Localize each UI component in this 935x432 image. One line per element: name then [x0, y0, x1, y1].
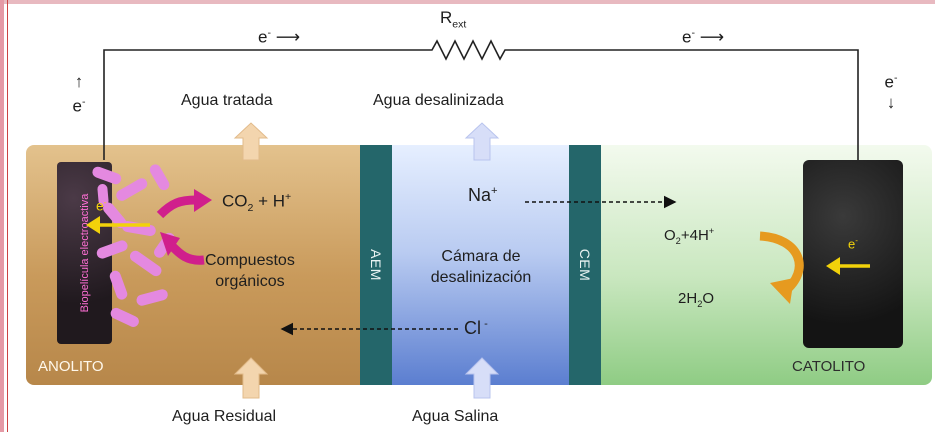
electron-charge: -	[81, 96, 86, 108]
organics-input-arrow-icon	[166, 240, 205, 265]
external-circuit-wire	[103, 49, 859, 160]
desalination-line1: Cámara de	[441, 248, 521, 265]
electron-symbol: e	[848, 236, 856, 252]
anolyte-label: ANOLITO	[38, 358, 104, 375]
electron-symbol: e	[884, 72, 894, 92]
co2-product-label: CO2 + H+	[222, 191, 291, 214]
sodium-ion-label: Na+	[468, 185, 498, 206]
oxygen-reactant-label: O2+4H+	[664, 226, 714, 246]
water-subscript: 2	[697, 299, 703, 309]
electron-charge: -	[691, 27, 695, 39]
organic-compounds-line1: Compuestos	[205, 252, 295, 269]
top-border	[0, 0, 935, 4]
left-border	[0, 0, 4, 432]
proton-charge: +	[285, 191, 292, 203]
electron-up-label: ↑ e-	[70, 72, 88, 117]
proton-symbol: +4H	[680, 227, 709, 244]
oxygen-subscript: 2	[675, 236, 681, 246]
saline-water-arrow-icon	[464, 357, 500, 399]
electron-charge: -	[855, 236, 858, 245]
cem-membrane: CEM	[569, 145, 601, 385]
down-arrow-icon: ↓	[886, 92, 896, 112]
water-symbol-b: O	[702, 290, 715, 307]
sodium-symbol: Na	[468, 185, 492, 205]
electron-symbol: e	[258, 27, 268, 47]
treated-water-label: Agua tratada	[181, 92, 273, 109]
electron-symbol: e	[682, 27, 692, 47]
electron-flow-label-right: e- ⟶	[682, 27, 724, 48]
bacteria-cluster	[92, 164, 175, 327]
aem-membrane: AEM	[360, 145, 392, 385]
desalination-chamber	[391, 145, 569, 385]
right-arrow-icon: ⟶	[275, 27, 301, 47]
co2-output-arrow-icon	[156, 195, 197, 219]
electron-down-label: e- ↓	[882, 68, 900, 113]
proton-symbol: + H	[253, 191, 286, 211]
resistor-subscript: ext	[452, 18, 467, 31]
catholyte-label: CATOLITO	[792, 358, 866, 375]
cathode-electron-arrow-icon	[826, 257, 870, 275]
co2-symbol: CO	[222, 191, 248, 211]
resistor-icon	[425, 39, 513, 61]
co2-subscript: 2	[247, 202, 254, 215]
proton-charge: +	[708, 226, 715, 236]
oxygen-symbol: O	[664, 227, 676, 244]
chloride-symbol: Cl	[464, 318, 481, 338]
desalinated-water-label: Agua desalinizada	[373, 92, 504, 109]
water-product-label: 2H2O	[678, 290, 714, 309]
anode-electron-arrow-icon	[86, 216, 150, 234]
electron-symbol: e	[72, 96, 82, 116]
right-arrow-icon: ⟶	[699, 27, 725, 47]
desalinated-water-arrow-icon	[464, 122, 500, 161]
desalination-line2: desalinización	[430, 269, 532, 286]
resistor-label: Rext	[440, 8, 466, 30]
chloride-charge: -	[481, 318, 488, 330]
electron-symbol: e	[96, 197, 104, 214]
electron-flow-label-left: e- ⟶	[258, 27, 300, 48]
organic-compounds-label: Compuestos orgánicos	[205, 250, 295, 292]
left-border-line	[7, 0, 8, 432]
anode-electron-label: e-	[96, 197, 107, 214]
sodium-charge: +	[491, 185, 498, 197]
electron-charge: -	[103, 197, 107, 207]
cathode-electron-label: e-	[848, 236, 858, 251]
cathode-electrode	[803, 160, 903, 348]
electron-charge: -	[893, 72, 898, 84]
wastewater-label: Agua Residual	[172, 408, 277, 425]
wastewater-arrow-icon	[233, 357, 269, 399]
saline-water-label: Agua Salina	[412, 408, 499, 425]
desalination-chamber-label: Cámara de desalinización	[396, 246, 566, 288]
chloride-ion-label: Cl -	[464, 318, 488, 339]
electron-charge: -	[267, 27, 271, 39]
organic-compounds-line2: orgánicos	[215, 273, 285, 290]
water-symbol-a: 2H	[678, 290, 698, 307]
treated-water-arrow-icon	[233, 122, 269, 161]
resistor-symbol: R	[440, 8, 453, 27]
up-arrow-icon: ↑	[74, 72, 84, 91]
